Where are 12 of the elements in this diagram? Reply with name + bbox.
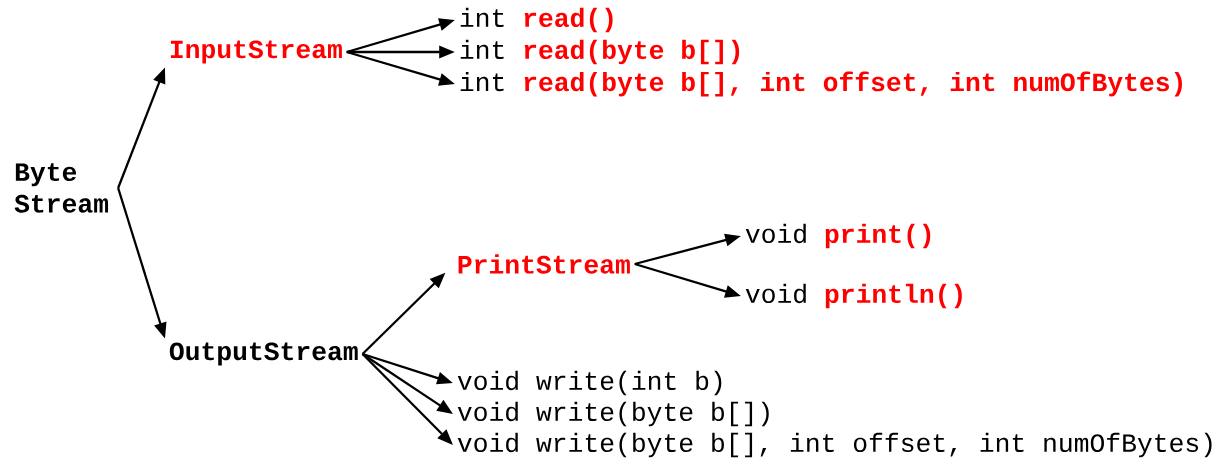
method-signature: int read(byte b[], int offset, int numOfBytes) — [460, 71, 1182, 97]
method-signature: void write(byte b[], int offset, int numOfBytes) — [457, 432, 1212, 458]
method-signature: void write(int b) — [457, 370, 722, 396]
method-signature: int read() — [460, 7, 613, 33]
class-name: OutputStream — [169, 342, 358, 366]
class-name: InputStream — [170, 40, 342, 64]
method-signature: void write(byte b[]) — [457, 401, 769, 427]
method-signature: int read(byte b[]) — [460, 39, 740, 65]
method-signature: void println() — [745, 283, 962, 309]
method-signature: void print() — [745, 223, 931, 249]
root-label: Byte Stream — [14, 163, 109, 213]
class-name: PrintStream — [458, 254, 630, 274]
